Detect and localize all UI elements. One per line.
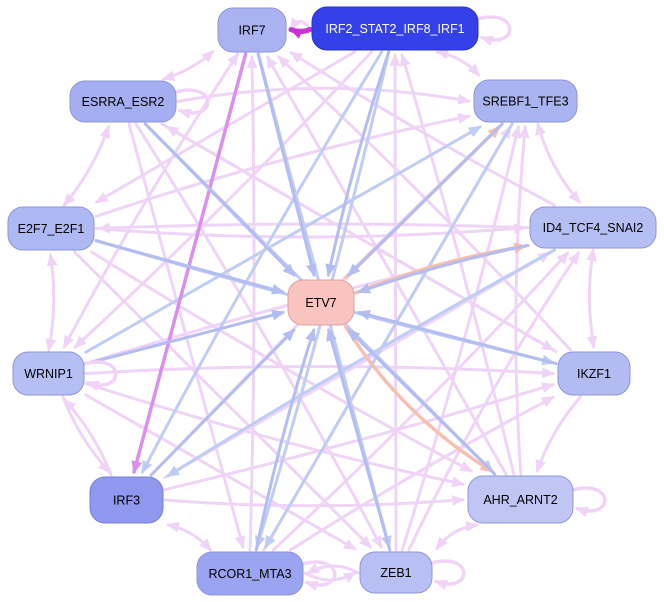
edge-WRNIP1-ETV7	[84, 309, 286, 366]
edge-IRF2-ETV7	[325, 50, 391, 278]
edge-IRF3-ETV7	[149, 328, 296, 477]
edge-ZEB1-ID4	[407, 251, 580, 552]
edge-SREBF1-RCOR1	[264, 122, 514, 549]
edge-WRNIP1-AHR	[84, 382, 466, 488]
edge-IRF3-AHR	[163, 495, 466, 508]
edge-E2F7-ETV7	[94, 239, 286, 295]
node-RCOR1[interactable]: RCOR1_MTA3	[196, 551, 304, 596]
edge-ESRRA-IRF7	[161, 50, 215, 82]
edge-IKZF1-IRF7	[277, 55, 573, 352]
edge-ID4-IRF7	[289, 51, 556, 207]
node-IKZF1[interactable]: IKZF1	[557, 351, 631, 396]
edge-WRNIP1-E2F7	[45, 252, 58, 353]
edge-E2F7-ESRRA	[62, 124, 111, 207]
edge-ID4-IRF3	[166, 248, 556, 478]
edge-SREBF1-ID4	[535, 121, 581, 204]
edge-IRF3-WRNIP1	[63, 398, 113, 477]
edge-ID4-IKZF1	[586, 247, 598, 350]
edge-AHR-IRF7	[265, 55, 508, 476]
self-loop-WRNIP1	[80, 360, 118, 392]
edge-WRNIP1-IKZF1	[84, 365, 556, 379]
edge-ID4-ETV7	[356, 243, 530, 294]
edge-ZEB1-IRF2	[389, 52, 401, 552]
edge-IRF2-IRF7	[288, 26, 313, 39]
node-ETV7[interactable]: ETV7	[287, 279, 355, 326]
edge-IRF2-SREBF1	[435, 48, 481, 77]
self-loop-ESRRA	[172, 88, 210, 120]
edge-WRNIP1-SREBF1	[84, 125, 482, 354]
edge-IRF2-IRF3	[140, 50, 384, 474]
self-loop-ZEB1	[428, 559, 466, 591]
edge-WRNIP1-ZEB1	[84, 393, 357, 551]
edge-AHR-IRF2	[399, 52, 516, 476]
edge-IRF7-ETV7	[256, 52, 317, 278]
node-ESRRA[interactable]: ESRRA_ESR2	[69, 80, 177, 123]
edge-IKZF1-AHR	[535, 395, 582, 474]
edge-WRNIP1-IRF3	[61, 395, 111, 474]
edge-AHR-SREBF1	[514, 124, 530, 476]
node-AHR[interactable]: AHR_ARNT2	[467, 475, 574, 524]
edge-ZEB1-ETV7	[326, 327, 392, 552]
edge-RCOR1-ETV7	[254, 327, 316, 552]
edge-IRF7-WRNIP1	[62, 52, 240, 349]
self-loop-IRF2	[474, 15, 512, 47]
self-loop-AHR	[569, 486, 607, 518]
node-IRF2[interactable]: IRF2_STAT2_IRF8_IRF1	[311, 6, 479, 51]
edge-RCOR1-IRF7	[246, 54, 258, 552]
node-WRNIP1[interactable]: WRNIP1	[12, 351, 85, 396]
edge-IKZF1-ETV7	[356, 309, 558, 366]
edge-ETV7-AHR	[344, 325, 494, 473]
node-SREBF1[interactable]: SREBF1_TFE3	[473, 79, 578, 123]
node-ID4[interactable]: ID4_TCF4_SNAI2	[529, 206, 657, 249]
node-IRF7[interactable]: IRF7	[217, 7, 287, 53]
self-loop-RCOR1	[299, 560, 337, 592]
edge-ESRRA-ETV7	[143, 122, 296, 277]
edge-AHR-ZEB1	[435, 520, 480, 551]
edge-AHR-ETV7	[347, 328, 497, 476]
edge-RCOR1-IRF3	[165, 521, 212, 552]
node-ZEB1[interactable]: ZEB1	[359, 551, 433, 594]
edge-RCOR1-ZEB1	[303, 571, 357, 583]
edge-SREBF1-ETV7	[347, 122, 504, 277]
edge-ID4-E2F7	[96, 222, 530, 234]
node-E2F7[interactable]: E2F7_E2F1	[7, 206, 95, 251]
edge-IRF2-IRF7	[289, 17, 312, 32]
edge-IRF7-IRF3	[131, 52, 248, 475]
node-IRF3[interactable]: IRF3	[89, 476, 164, 524]
